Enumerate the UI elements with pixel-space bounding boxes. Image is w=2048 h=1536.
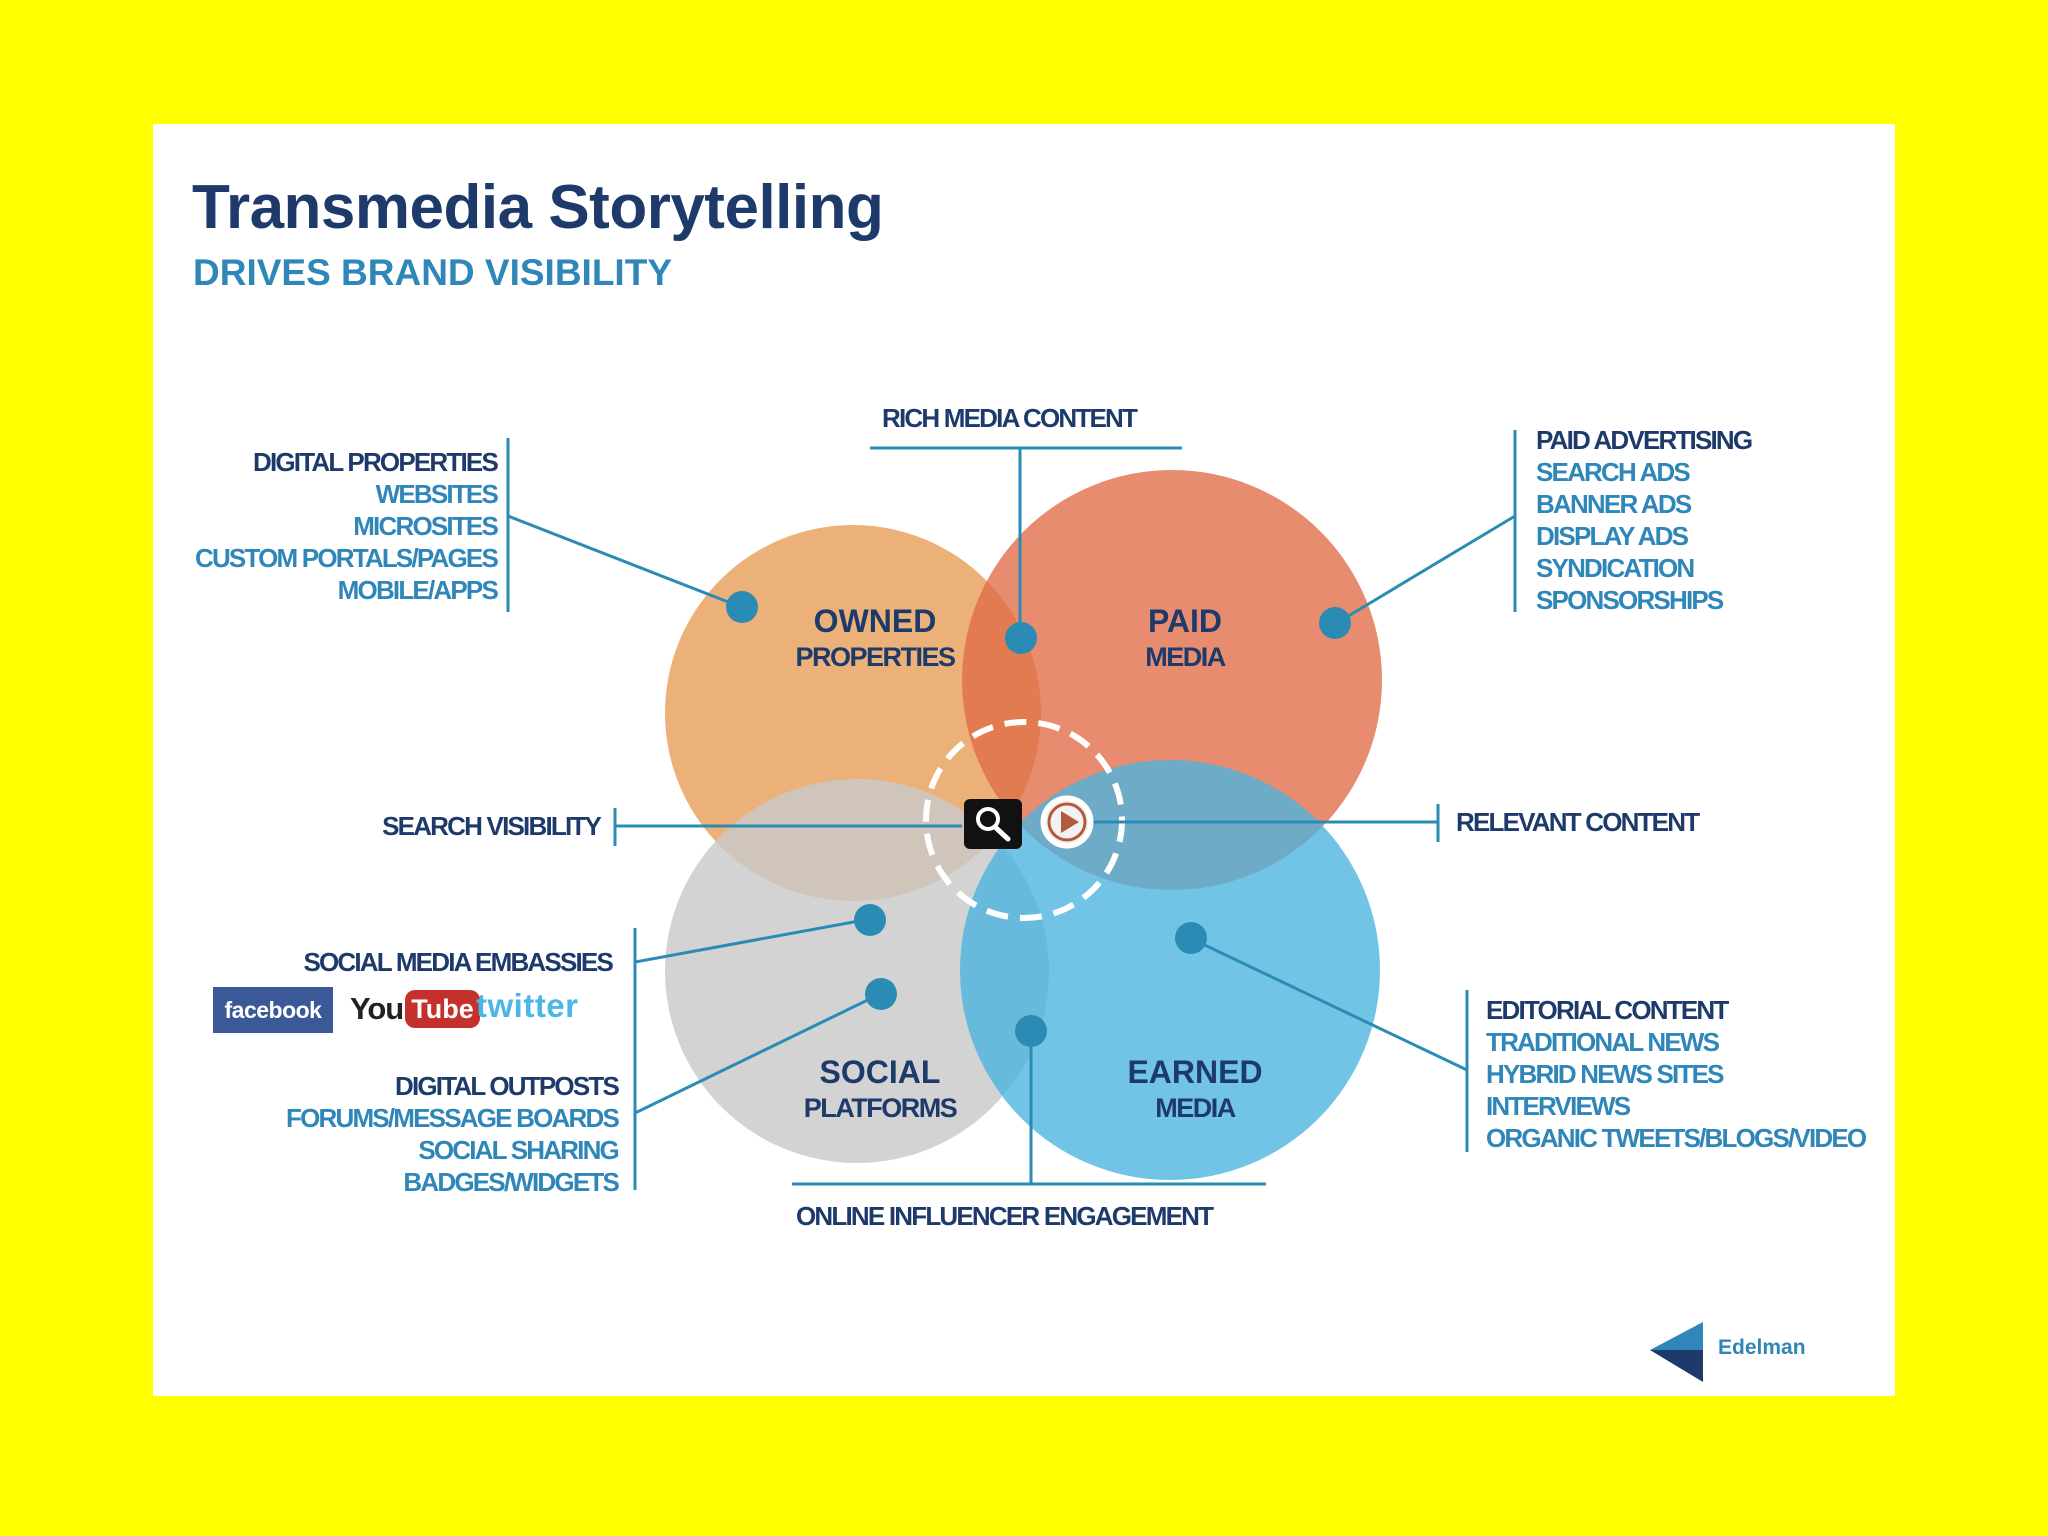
list-item: WEBSITES <box>375 479 499 509</box>
page-title: Transmedia Storytelling <box>192 173 884 242</box>
digital-outposts-heading: DIGITAL OUTPOSTS <box>394 1071 620 1101</box>
list-item: SYNDICATION <box>1536 553 1695 583</box>
list-item: SPONSORSHIPS <box>1536 585 1724 615</box>
paid-media-circle <box>962 470 1382 890</box>
twitter-logo: twitter <box>476 987 579 1024</box>
paid-advertising-heading: PAID ADVERTISING <box>1536 425 1753 455</box>
editorial-connector <box>1189 936 1468 1072</box>
list-item: DISPLAY ADS <box>1536 521 1689 551</box>
list-item: INTERVIEWS <box>1486 1091 1631 1121</box>
list-item: SEARCH ADS <box>1536 457 1691 487</box>
digital-properties-connector <box>507 514 742 609</box>
list-item: SOCIAL SHARING <box>418 1135 619 1165</box>
paid-advertising-connector <box>1334 514 1516 626</box>
youtube-logo-tube: Tube <box>405 990 480 1028</box>
edelman-logo-text: Edelman <box>1718 1336 1806 1359</box>
list-item: FORUMS/MESSAGE BOARDS <box>285 1103 620 1133</box>
earned-media-circle <box>960 760 1380 1180</box>
earned-media-label: EARNED MEDIA <box>1127 1054 1263 1123</box>
paid-advertising-list: PAID ADVERTISING SEARCH ADS BANNER ADS D… <box>1536 424 1753 616</box>
facebook-logo: facebook <box>213 987 333 1033</box>
owned-properties-label: OWNED PROPERTIES <box>795 603 956 672</box>
social-embassies-dot <box>854 904 886 936</box>
digital-properties-list: DIGITAL PROPERTIES WEBSITES MICROSITES C… <box>194 446 499 606</box>
digital-properties-heading: DIGITAL PROPERTIES <box>252 447 499 477</box>
list-item: BADGES/WIDGETS <box>403 1167 619 1197</box>
digital-outposts-connector <box>634 992 881 1115</box>
relevant-content-label: RELEVANT CONTENT <box>1456 807 1700 837</box>
editorial-content-heading: EDITORIAL CONTENT <box>1486 995 1729 1025</box>
rich-media-label: RICH MEDIA CONTENT <box>882 403 1138 433</box>
social-platforms-circle <box>665 779 1049 1163</box>
influencer-label: ONLINE INFLUENCER ENGAGEMENT <box>796 1201 1214 1231</box>
play-icon <box>1040 795 1094 849</box>
list-item: CUSTOM PORTALS/PAGES <box>194 543 499 573</box>
digital-outposts-dot <box>865 978 897 1010</box>
paid-media-label: PAID MEDIA <box>1145 603 1226 672</box>
social-embassies-connector <box>634 917 871 964</box>
paid-advertising-dot <box>1319 607 1351 639</box>
list-item: ORGANIC TWEETS/BLOGS/VIDEO <box>1486 1123 1867 1153</box>
list-item: MOBILE/APPS <box>337 575 499 605</box>
center-dashed-ring <box>923 719 1125 921</box>
editorial-content-list: EDITORIAL CONTENT TRADITIONAL NEWS HYBRI… <box>1486 994 1867 1154</box>
rich-media-dot <box>1005 622 1037 654</box>
search-visibility-label: SEARCH VISIBILITY <box>382 811 602 841</box>
page-subtitle: DRIVES BRAND VISIBILITY <box>193 252 672 293</box>
search-icon <box>964 799 1022 849</box>
digital-properties-dot <box>726 591 758 623</box>
influencer-dot <box>1015 1015 1047 1047</box>
social-platforms-label: SOCIAL PLATFORMS <box>803 1054 958 1123</box>
list-item: BANNER ADS <box>1536 489 1692 519</box>
list-item: TRADITIONAL NEWS <box>1486 1027 1720 1057</box>
youtube-logo-you: You <box>350 991 404 1026</box>
youtube-logo: You Tube <box>350 985 480 1033</box>
list-item: MICROSITES <box>353 511 499 541</box>
editorial-dot <box>1175 922 1207 954</box>
edelman-logo-icon <box>1650 1322 1703 1382</box>
digital-outposts-list: DIGITAL OUTPOSTS FORUMS/MESSAGE BOARDS S… <box>285 1070 620 1198</box>
social-embassies-label: SOCIAL MEDIA EMBASSIES <box>303 947 613 977</box>
list-item: HYBRID NEWS SITES <box>1486 1059 1724 1089</box>
